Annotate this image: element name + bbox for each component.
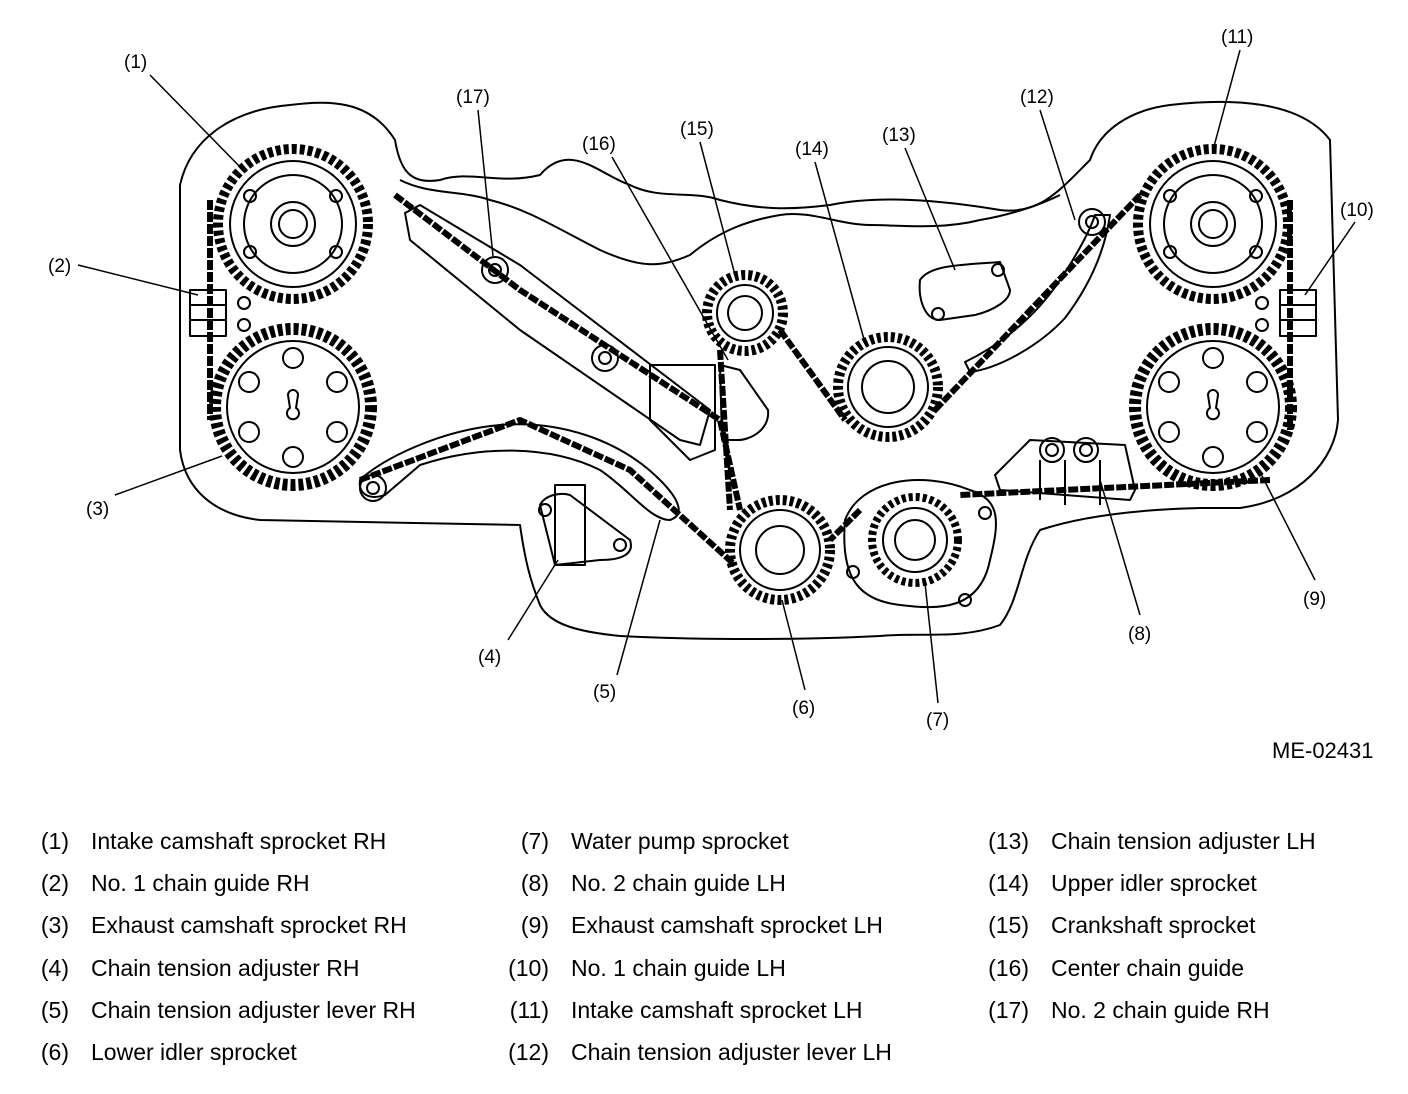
no2-chain-guide-rh: [404, 204, 711, 446]
legend-label: No. 1 chain guide RH: [91, 870, 310, 897]
callout-5: (5): [593, 682, 616, 703]
lower-idler-sprocket: [725, 495, 835, 605]
callout-16: (16): [582, 134, 616, 155]
callout-2: (2): [48, 256, 71, 277]
legend-number: (10): [508, 954, 549, 981]
legend-label: Chain tension adjuster lever LH: [571, 1038, 892, 1065]
rh-intake-sprocket: [213, 144, 373, 304]
legend-label: Chain tension adjuster LH: [1051, 828, 1316, 854]
legend-label: No. 2 chain guide LH: [571, 870, 786, 897]
callout-11: (11): [1221, 27, 1253, 48]
lh-exhaust-sprocket: [1129, 323, 1297, 491]
callout-12: (12): [1020, 87, 1054, 108]
legend-number: (9): [520, 912, 549, 939]
callout-3: (3): [86, 499, 109, 520]
callout-17: (17): [456, 87, 490, 108]
callout-9: (9): [1303, 589, 1326, 610]
no1-chain-guide-lh: [1255, 289, 1317, 337]
upper-idler-sprocket: [833, 332, 943, 442]
legend-number: (15): [988, 912, 1029, 939]
center-chain-guide: [649, 364, 770, 461]
callout-13: (13): [882, 125, 916, 146]
legend-number: (6): [40, 1038, 69, 1065]
legend-label: Chain tension adjuster RH: [91, 954, 360, 981]
legend-number: (8): [520, 870, 549, 897]
engine-case-outline: [179, 100, 1339, 640]
leader-lines: [77, 49, 1356, 704]
legend-number: (17): [988, 996, 1029, 1023]
legend-label: Chain tension adjuster lever RH: [91, 996, 416, 1023]
tension-adjuster-lever-rh: [358, 423, 680, 521]
legend-number: (5): [40, 996, 69, 1023]
legend-label: Water pump sprocket: [571, 828, 789, 854]
tension-adjuster-lh: [918, 261, 1011, 321]
callout-4: (4): [478, 647, 501, 668]
legend-number: (16): [988, 954, 1029, 981]
no2-chain-guide-lh: [994, 437, 1136, 505]
legend-number: (1): [40, 828, 69, 854]
legend-label: Crankshaft sprocket: [1051, 912, 1256, 939]
legend-label: Upper idler sprocket: [1051, 870, 1257, 897]
water-pump-sprocket: [843, 479, 997, 609]
crankshaft-sprocket: [702, 270, 788, 356]
legend-number: (13): [988, 828, 1029, 854]
callout-10: (10): [1340, 200, 1374, 221]
legend-label: Exhaust camshaft sprocket LH: [571, 912, 883, 939]
rh-exhaust-sprocket: [209, 323, 377, 491]
case-inner-line: [399, 179, 1061, 266]
legend-number: (7): [520, 828, 549, 854]
callout-1: (1): [124, 52, 147, 73]
callout-8: (8): [1128, 624, 1151, 645]
no1-chain-guide-rh: [189, 289, 251, 337]
callout-7: (7): [926, 710, 949, 731]
legend-number: (2): [40, 870, 69, 897]
legend-label: Center chain guide: [1051, 954, 1245, 981]
callout-6: (6): [792, 698, 815, 719]
legend-label: Intake camshaft sprocket LH: [571, 996, 863, 1023]
callout-14: (14): [795, 139, 829, 160]
legend-label: Lower idler sprocket: [91, 1038, 297, 1065]
legend-number: (11): [509, 996, 549, 1023]
figure-code: ME-02431: [1272, 738, 1374, 763]
legend-number: (3): [40, 912, 69, 939]
legend-number: (12): [508, 1038, 549, 1065]
tension-adjuster-rh: [538, 484, 632, 566]
tension-adjuster-lever-lh: [964, 208, 1111, 373]
legend-number: (4): [40, 954, 69, 981]
legend-label: Exhaust camshaft sprocket RH: [91, 912, 407, 939]
legend-number: (14): [988, 870, 1029, 897]
legend-label: No. 1 chain guide LH: [571, 954, 786, 981]
timing-chain: [207, 192, 1293, 568]
lh-intake-sprocket: [1133, 144, 1293, 304]
timing-chain-diagram: (1) (2) (3) (4) (5) (6) (7) (8) (9) (10)…: [48, 27, 1374, 731]
legend-label: Intake camshaft sprocket RH: [91, 828, 387, 854]
callout-15: (15): [680, 119, 714, 140]
legend-label: No. 2 chain guide RH: [1051, 996, 1270, 1023]
